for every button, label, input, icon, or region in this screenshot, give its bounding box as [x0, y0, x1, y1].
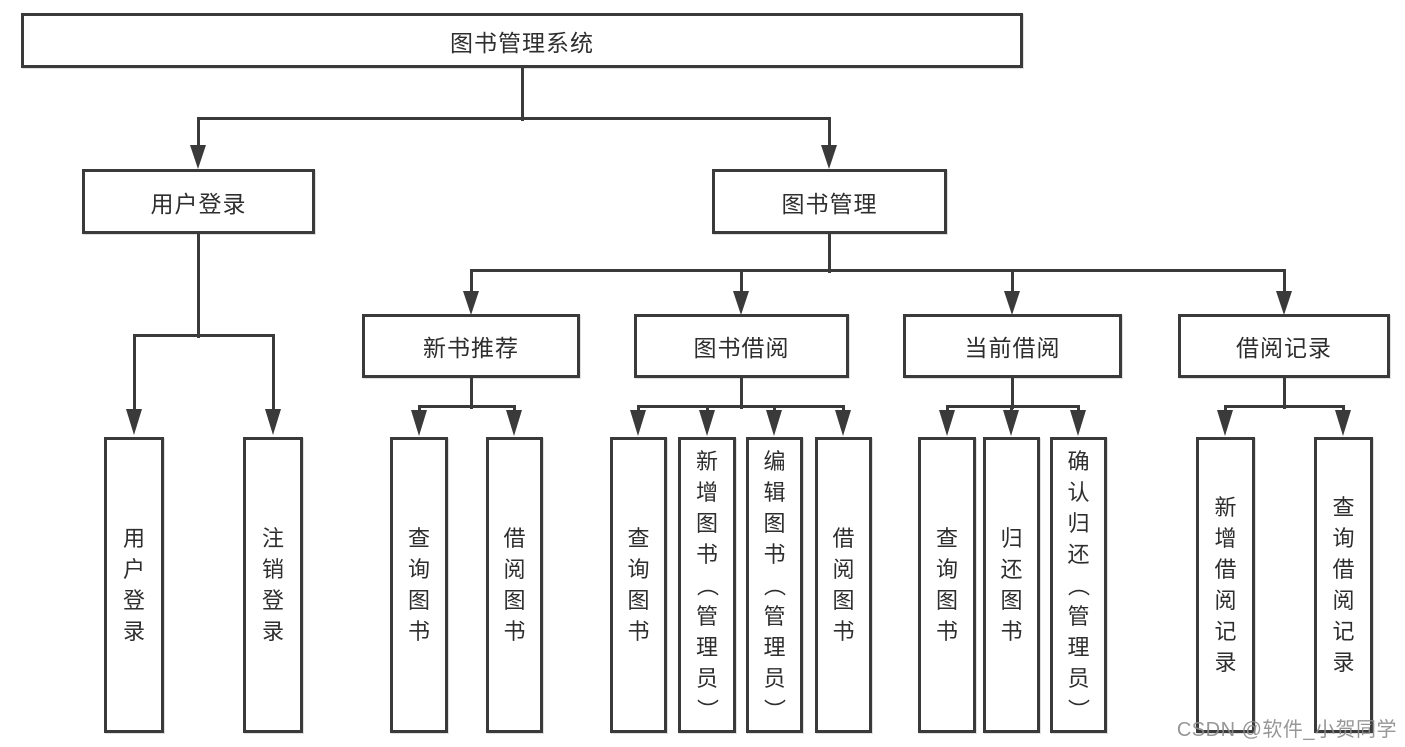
arrowhead-down-icon — [1275, 291, 1292, 315]
node-current-borrow-label: 当前借阅 — [964, 335, 1061, 361]
leaf-query-borrow-record: 查询借阅记录 — [1314, 437, 1373, 733]
arrowhead-down-icon — [1335, 410, 1351, 436]
connector-arrow-stem — [197, 118, 200, 147]
arrowhead-down-icon — [264, 409, 281, 435]
node-book-mgmt: 图书管理 — [712, 169, 947, 234]
connector-arrow-stem — [1010, 406, 1013, 412]
arrowhead-down-icon — [835, 410, 851, 436]
leaf-logout-label: 注销登录 — [261, 526, 284, 644]
node-root-label: 图书管理系统 — [450, 29, 594, 56]
leaf-borrow-books: 借阅图书 — [815, 437, 872, 733]
node-user-login: 用户登录 — [82, 169, 315, 234]
arrowhead-down-icon — [1217, 410, 1233, 436]
connector-arrow-stem — [945, 406, 949, 412]
leaf-query-books-recommend-label: 查询图书 — [407, 526, 430, 644]
leaf-add-borrow-record-label: 新增借阅记录 — [1214, 495, 1237, 675]
connector-line — [469, 268, 1286, 272]
connector-line — [520, 68, 524, 121]
connector-line — [417, 404, 516, 408]
leaf-borrow-books-recommend-label: 借阅图书 — [503, 526, 526, 644]
connector-arrow-stem — [842, 406, 845, 412]
leaf-confirm-return-admin-label: 确认归还（管理员） — [1065, 448, 1091, 721]
connector-arrow-stem — [828, 118, 831, 147]
arrowhead-down-icon — [125, 409, 142, 435]
arrowhead-down-icon — [698, 410, 715, 436]
connector-arrow-stem — [271, 335, 275, 411]
arrowhead-down-icon — [462, 291, 479, 315]
connector-line — [1282, 378, 1286, 409]
arrowhead-down-icon — [821, 145, 837, 169]
connector-arrow-stem — [740, 270, 743, 293]
leaf-borrow-books-recommend: 借阅图书 — [486, 437, 543, 733]
arrowhead-down-icon — [766, 410, 782, 436]
leaf-borrow-books-label: 借阅图书 — [832, 526, 855, 644]
node-user-login-label: 用户登录 — [150, 190, 247, 217]
arrowhead-down-icon — [506, 410, 522, 436]
connector-arrow-stem — [513, 406, 516, 412]
connector-line — [637, 404, 845, 408]
connector-arrow-stem — [469, 270, 473, 293]
arrowhead-down-icon — [1004, 291, 1020, 315]
leaf-query-borrow-record-label: 查询借阅记录 — [1332, 495, 1355, 675]
connector-line — [469, 378, 473, 409]
node-book-borrow: 图书借阅 — [634, 314, 849, 378]
arrowhead-down-icon — [190, 145, 206, 169]
leaf-add-borrow-record: 新增借阅记录 — [1196, 437, 1255, 733]
node-borrow-records-label: 借阅记录 — [1236, 335, 1332, 361]
leaf-add-book-admin-label: 新增图书（管理员） — [694, 448, 720, 721]
leaf-logout: 注销登录 — [243, 437, 303, 733]
leaf-query-books-borrow: 查询图书 — [610, 437, 667, 733]
connector-arrow-stem — [1011, 270, 1014, 293]
watermark: CSDN @软件_小贺同学 — [1176, 719, 1397, 741]
arrowhead-down-icon — [1003, 410, 1019, 436]
arrowhead-down-icon — [733, 291, 749, 315]
arrowhead-down-icon — [1070, 410, 1086, 436]
connector-arrow-stem — [773, 406, 776, 412]
connector-arrow-stem — [1342, 406, 1345, 412]
leaf-query-books-current: 查询图书 — [918, 437, 976, 733]
leaf-return-book: 归还图书 — [983, 437, 1040, 733]
leaf-user-login: 用户登录 — [104, 437, 164, 733]
connector-arrow-stem — [1282, 270, 1286, 293]
leaf-edit-book-admin: 编辑图书（管理员） — [746, 437, 803, 733]
leaf-query-books-borrow-label: 查询图书 — [627, 526, 650, 644]
connector-line — [828, 233, 831, 273]
connector-line — [197, 234, 200, 338]
leaf-add-book-admin: 新增图书（管理员） — [678, 437, 736, 733]
connector-line — [740, 378, 743, 409]
arrowhead-down-icon — [938, 410, 955, 436]
leaf-edit-book-admin-label: 编辑图书（管理员） — [761, 448, 787, 721]
node-root: 图书管理系统 — [21, 13, 1023, 68]
connector-arrow-stem — [1077, 406, 1080, 412]
connector-arrow-stem — [637, 406, 640, 412]
arrowhead-down-icon — [630, 410, 646, 436]
connector-line — [197, 116, 831, 120]
connector-line — [1011, 378, 1014, 409]
leaf-confirm-return-admin: 确认归还（管理员） — [1050, 437, 1107, 733]
connector-arrow-stem — [705, 406, 709, 412]
node-current-borrow: 当前借阅 — [903, 314, 1122, 378]
connector-arrow-stem — [1224, 406, 1227, 412]
node-book-mgmt-label: 图书管理 — [781, 190, 878, 217]
leaf-return-book-label: 归还图书 — [1000, 526, 1023, 644]
leaf-user-login-label: 用户登录 — [122, 526, 145, 644]
connector-line — [132, 333, 275, 337]
connector-arrow-stem — [132, 335, 136, 411]
leaf-query-books-recommend: 查询图书 — [390, 437, 448, 733]
connector-line — [1224, 404, 1345, 408]
node-book-borrow-label: 图书借阅 — [693, 335, 790, 361]
node-new-book-recommend-label: 新书推荐 — [423, 335, 519, 361]
node-borrow-records: 借阅记录 — [1178, 314, 1390, 378]
node-new-book-recommend: 新书推荐 — [362, 314, 580, 378]
arrowhead-down-icon — [410, 410, 427, 436]
connector-arrow-stem — [417, 406, 421, 412]
leaf-query-books-current-label: 查询图书 — [935, 526, 958, 644]
